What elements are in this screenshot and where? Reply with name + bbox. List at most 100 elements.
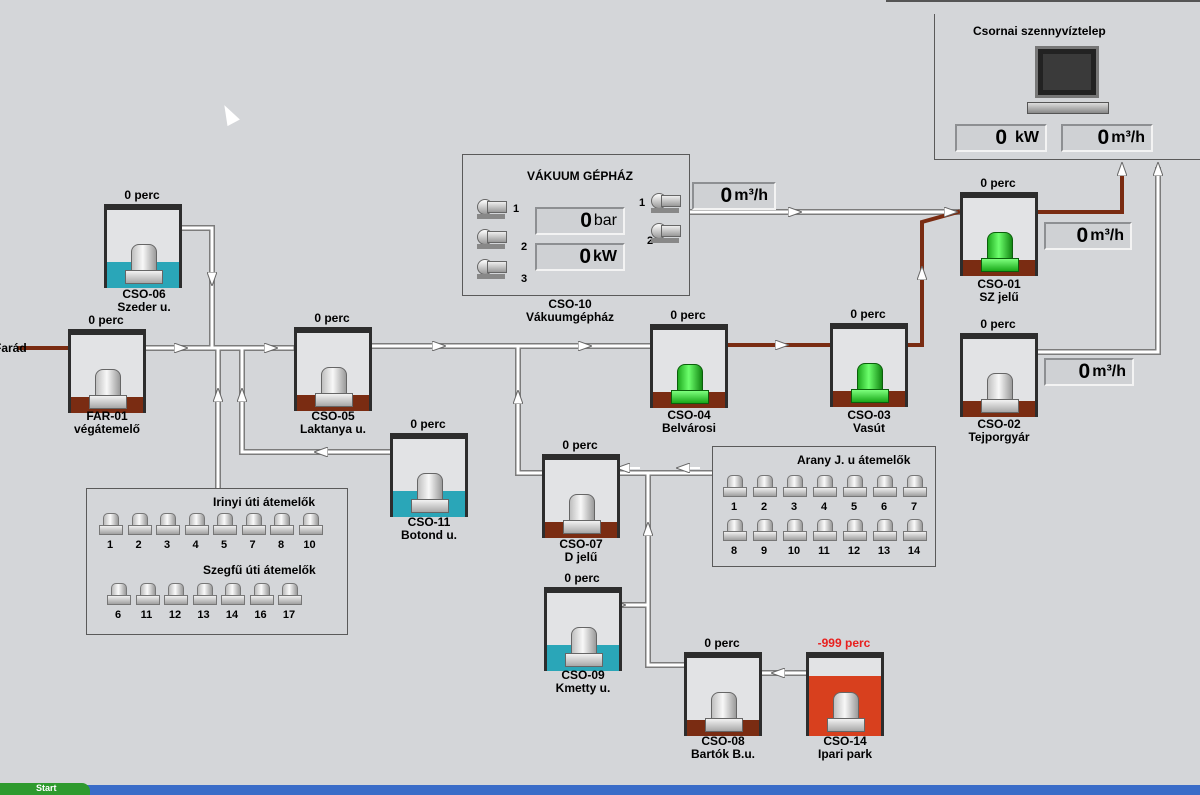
irinyi-pump-icon[interactable] [298, 513, 323, 535]
vacuum-pump-icon [651, 191, 681, 213]
vacuum-title: VÁKUUM GÉPHÁZ [527, 169, 634, 183]
vacuum-pump-icon [477, 227, 507, 249]
pump-icon [565, 627, 603, 667]
vacuum-pump-number: 2 [520, 241, 528, 253]
arany-pump-icon[interactable] [753, 475, 777, 497]
vacuum-pump-number: 1 [512, 203, 520, 215]
irinyi-szegfu-panel[interactable]: Irinyi úti átemelők Szegfű úti átemelők … [86, 488, 348, 635]
vacuum-pump-icon [477, 257, 507, 279]
pump-icon [827, 692, 865, 732]
szegfu-pump-icon[interactable] [107, 583, 131, 605]
pump-icon [981, 373, 1019, 413]
pump-icon [705, 692, 743, 732]
cso08-perc: 0 perc [704, 636, 740, 650]
station-cso02[interactable] [960, 333, 1038, 417]
irinyi-pump-number: 1 [106, 539, 114, 551]
szegfu-pump-number: 16 [254, 609, 267, 621]
station-far01[interactable] [68, 329, 146, 413]
szegfu-pump-icon[interactable] [278, 583, 302, 605]
station-cso03[interactable] [830, 323, 908, 407]
pump-running-icon [981, 232, 1019, 272]
arany-pump-icon[interactable] [783, 475, 807, 497]
irinyi-pump-icon[interactable] [156, 513, 180, 535]
station-cso07[interactable] [542, 454, 620, 538]
irinyi-pump-number: 7 [249, 539, 256, 551]
szegfu-pump-icon[interactable] [164, 583, 188, 605]
arany-pump-icon[interactable] [723, 475, 747, 497]
arany-pump-icon[interactable] [843, 475, 867, 497]
station-cso05[interactable] [294, 327, 372, 411]
irinyi-pump-number: 2 [135, 539, 142, 551]
arany-pump-number: 5 [850, 501, 858, 513]
arany-pump-number: 9 [760, 545, 768, 557]
irinyi-pump-number: 4 [192, 539, 199, 551]
irinyi-pump-number: 3 [163, 539, 171, 551]
arany-pump-number: 4 [820, 501, 828, 513]
arany-pump-number: 8 [730, 545, 738, 557]
irinyi-pump-icon[interactable] [213, 513, 237, 535]
arany-pump-icon[interactable] [903, 475, 927, 497]
station-cso09[interactable] [544, 587, 622, 671]
pump-icon [125, 244, 163, 284]
pump-icon [89, 369, 127, 409]
arany-pump-icon[interactable] [843, 519, 867, 541]
arany-pump-number: 6 [880, 501, 888, 513]
station-cso06[interactable] [104, 204, 182, 288]
arany-pump-number: 3 [790, 501, 798, 513]
pump-icon [411, 473, 449, 513]
cso05-perc: 0 perc [314, 311, 350, 325]
arany-pump-icon[interactable] [903, 519, 927, 541]
szegfu-pump-icon[interactable] [192, 583, 217, 605]
szegfu-pump-number: 6 [114, 609, 122, 621]
arany-pump-icon[interactable] [873, 519, 897, 541]
szegfu-pump-number: 11 [140, 609, 153, 621]
arany-pump-number: 1 [730, 501, 738, 513]
arany-pump-icon[interactable] [813, 519, 837, 541]
szegfu-pump-number: 13 [197, 609, 210, 621]
station-cso01[interactable] [960, 192, 1038, 276]
szegfu-pump-icon[interactable] [135, 583, 160, 605]
irinyi-pump-icon[interactable] [99, 513, 123, 535]
arany-pump-icon[interactable] [723, 519, 747, 541]
start-button[interactable]: Start [0, 783, 90, 795]
szegfu-pump-icon[interactable] [221, 583, 245, 605]
arany-pump-icon[interactable] [783, 519, 807, 541]
arany-pump-icon[interactable] [873, 475, 897, 497]
irinyi-pump-icon[interactable] [270, 513, 294, 535]
station-cso04[interactable] [650, 324, 728, 408]
irinyi-pump-icon[interactable] [127, 513, 152, 535]
cso07-perc: 0 perc [562, 438, 598, 452]
szegfu-pump-number: 14 [225, 609, 239, 621]
station-cso08[interactable] [684, 652, 762, 736]
station-cso11[interactable] [390, 433, 468, 517]
arany-pump-number: 10 [787, 545, 801, 557]
station-cso14[interactable] [806, 652, 884, 736]
arany-pump-icon[interactable] [753, 519, 777, 541]
arany-pump-icon[interactable] [813, 475, 837, 497]
irinyi-pump-icon[interactable] [241, 513, 266, 535]
irinyi-pump-icon[interactable] [184, 513, 209, 535]
cso06-perc: 0 perc [124, 188, 160, 202]
vacuum-pump-number: 3 [520, 273, 528, 285]
vacuum-pump-icon [651, 221, 681, 243]
irinyi-pump-number: 5 [220, 539, 228, 551]
arany-pump-number: 12 [847, 545, 861, 557]
szegfu-pump-icon[interactable] [249, 583, 274, 605]
